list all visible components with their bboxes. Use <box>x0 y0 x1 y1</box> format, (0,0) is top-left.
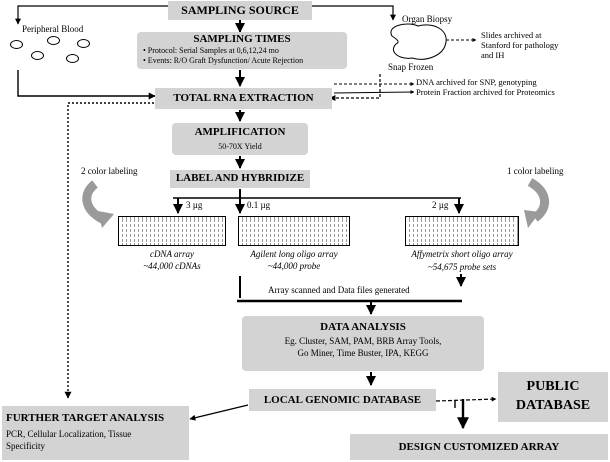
further-target-line2: Specificity <box>6 441 45 451</box>
blood-cell-icon <box>47 36 60 45</box>
arrow-frozen-to-rna <box>329 74 381 101</box>
sampling-source-box <box>168 1 312 20</box>
label-hybridize-title: LABEL AND HYBRIDIZE <box>175 172 305 184</box>
slides-archive-line: and IH <box>481 50 505 60</box>
arrow-blood-to-rna <box>17 70 156 100</box>
public-db-box <box>498 372 608 422</box>
further-target-title: FURTHER TARGET ANALYSIS <box>6 412 165 424</box>
blood-cell-icon <box>10 40 23 49</box>
arrow-to-peripheral-blood <box>15 5 168 25</box>
slides-archive-line: Stanford for pathology <box>481 40 559 50</box>
protein-archive-text: Protein Fraction archived for Proteomics <box>416 87 555 97</box>
sampling-times-title: SAMPLING TIMES <box>193 33 291 45</box>
cdna-amount: 3 µg <box>186 200 203 210</box>
organ-shape-icon <box>390 23 447 60</box>
one-color-curved-arrow <box>527 178 549 222</box>
arrow-localdb-to-further <box>189 404 249 421</box>
affymetrix-array-graphic <box>405 216 519 246</box>
amplification-yield: 50-70X Yield <box>218 142 262 151</box>
dotted-rna-to-further <box>64 102 154 399</box>
arrow-to-organ-biopsy <box>312 5 396 21</box>
agilent-array-detail: ~44,000 probe <box>267 261 321 271</box>
sampling-protocol-text: • Protocol: Serial Samples at 0,6,12,24 … <box>143 46 279 55</box>
data-analysis-title: DATA ANALYSIS <box>320 321 406 333</box>
public-db-title: PUBLIC DATABASE <box>498 377 608 415</box>
label-hybridize-box <box>170 170 310 188</box>
two-color-label: 2 color labeling <box>81 166 138 176</box>
data-analysis-line1: Eg. Cluster, SAM, PAM, BRB Array Tools, <box>284 336 442 346</box>
cdna-array-name: cDNA array <box>149 249 195 259</box>
amplification-box <box>172 123 308 155</box>
cdna-array-graphic <box>118 216 226 246</box>
affymetrix-array-detail: ~54,675 probe sets <box>427 262 497 272</box>
local-db-title: LOCAL GENOMIC DATABASE <box>263 394 422 406</box>
affymetrix-array-name: Affymetrix short oligo array <box>411 249 513 259</box>
organ-biopsy-label: Organ Biopsy <box>402 14 453 24</box>
sampling-source-title: SAMPLING SOURCE <box>181 3 299 17</box>
amplification-title: AMPLIFICATION <box>194 126 286 138</box>
snap-frozen-label: Snap Frozen <box>388 62 434 72</box>
sampling-times-box <box>137 32 347 69</box>
data-analysis-line2: Go Miner, Time Buster, IPA, KEGG <box>297 348 429 358</box>
blood-cell-icon <box>66 54 79 63</box>
array-scanned-text: Array scanned and Data files generated <box>268 285 410 295</box>
agilent-array-graphic <box>238 216 350 246</box>
arrow-to-protein-archive <box>333 90 415 95</box>
sampling-events-text: • Events: R/O Graft Dysfunction/ Acute R… <box>143 56 304 65</box>
further-target-box <box>2 406 189 460</box>
slides-archive-line: Slides archived at <box>481 30 542 40</box>
dashed-localdb-to-public <box>435 396 497 402</box>
one-color-label: 1 color labeling <box>507 166 564 176</box>
data-analysis-box <box>242 316 484 371</box>
dna-archive-text: DNA archived for SNP, genotyping <box>416 77 537 87</box>
agilent-array-name: Agilent long oligo array <box>250 249 338 259</box>
peripheral-blood-label: Peripheral Blood <box>22 24 84 34</box>
further-target-line1: PCR, Cellular Localization, Tissue <box>6 429 132 439</box>
cdna-array-detail: ~44,000 cDNAs <box>143 261 201 271</box>
local-db-box <box>249 389 436 411</box>
total-rna-box <box>155 88 332 109</box>
two-color-arrow-head <box>98 211 114 228</box>
slides-archive-text: Slides archived at Stanford for patholog… <box>481 30 558 60</box>
total-rna-title: TOTAL RNA EXTRACTION <box>173 92 314 104</box>
blood-cell-icon <box>31 51 44 60</box>
public-db-line: DATABASE <box>515 398 591 413</box>
public-db-line: PUBLIC <box>526 379 580 394</box>
blood-cell-icon <box>77 39 90 48</box>
agilent-amount: 0.1 µg <box>247 200 271 210</box>
affymetrix-amount: 2 µg <box>432 200 449 210</box>
design-array-box <box>350 434 608 460</box>
one-color-arrow-head <box>524 210 540 228</box>
design-array-title: DESIGN CUSTOMIZED ARRAY <box>398 441 560 453</box>
